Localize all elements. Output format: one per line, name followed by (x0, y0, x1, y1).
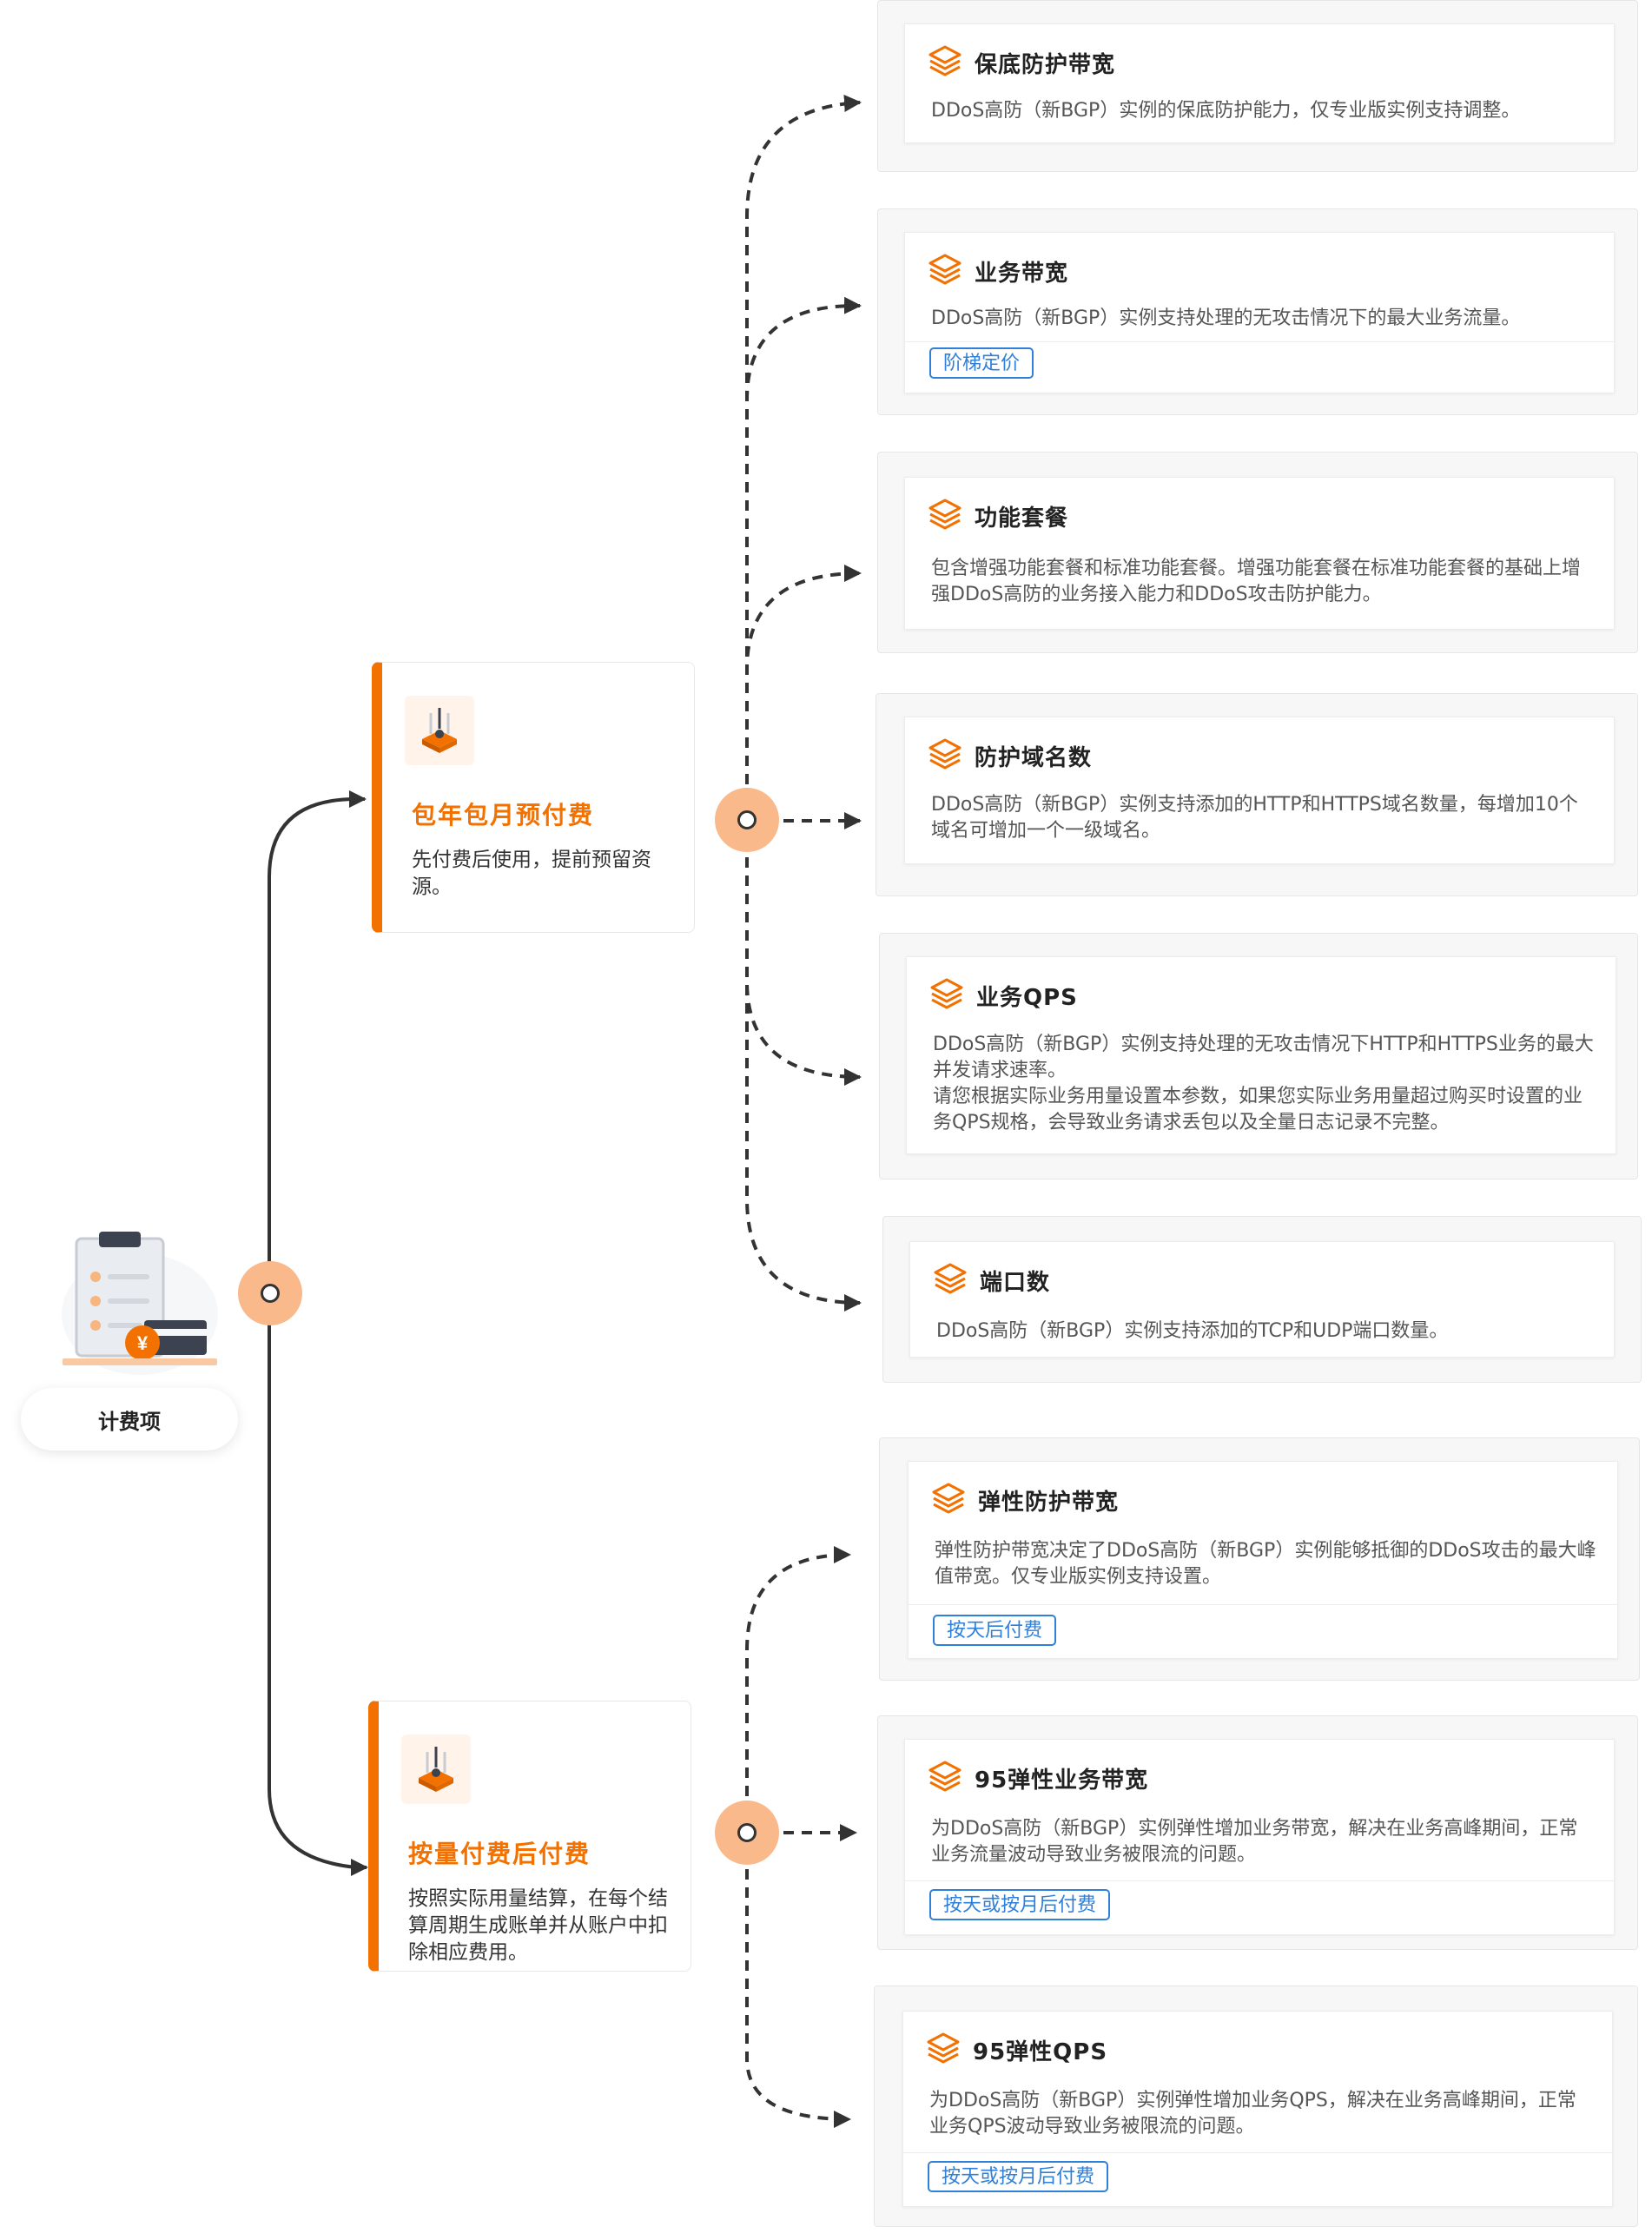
layers-icon (928, 43, 962, 82)
solid-connector-top (268, 790, 367, 1292)
item-description: 包含增强功能套餐和标准功能套餐。增强功能套餐在标准功能套餐的基础上增强DDoS高… (931, 558, 1582, 605)
layers-icon (928, 1759, 962, 1797)
item-description: DDoS高防（新BGP）实例支持添加的HTTP和HTTPS域名数量，每增加10个… (931, 794, 1578, 842)
item-description: 为DDoS高防（新BGP）实例弹性增加业务带宽，解决在业务高峰期间，正常业务流量… (931, 1818, 1578, 1866)
dashed-connector-7 (745, 1546, 851, 1833)
layers-icon (928, 737, 962, 775)
pricing-tag: 按天或按月后付费 (929, 1889, 1111, 1920)
root-label: 计费项 (21, 1388, 238, 1450)
item-card-9: 95弹性QPS 为DDoS高防（新BGP）实例弹性增加业务QPS，解决在业务高峰… (874, 1986, 1638, 2227)
dashed-connector-1 (745, 94, 862, 821)
prepaid-connector-node (715, 788, 779, 852)
solid-connector-bottom (268, 1292, 368, 1876)
branch-description: 按照实际用量结算，在每个结算周期生成账单并从账户中扣除相应费用。 (408, 1887, 668, 1964)
branch-title: 按量付费后付费 (408, 1840, 591, 1868)
payment-illustration-icon (401, 1735, 471, 1804)
item-title: 业务QPS (976, 984, 1078, 1011)
layers-icon (929, 976, 964, 1014)
item-title: 95弹性业务带宽 (975, 1767, 1149, 1794)
item-title: 保底防护带宽 (975, 51, 1116, 78)
dashed-connector-6 (745, 821, 862, 1312)
layers-icon (928, 252, 962, 290)
dashed-connector-5 (745, 821, 862, 1086)
layers-icon (933, 1261, 968, 1299)
item-title: 95弹性QPS (973, 2038, 1108, 2065)
item-description-note: 请您根据实际业务用量设置本参数，如果您实际业务用量超过购买时设置的业务QPS规格… (933, 1086, 1583, 1133)
payment-illustration-icon (405, 696, 474, 765)
item-title: 端口数 (980, 1269, 1051, 1296)
root-connector-node (238, 1261, 302, 1325)
dashed-connector-3 (745, 565, 862, 821)
layers-icon (931, 1481, 966, 1519)
item-title: 功能套餐 (975, 505, 1069, 532)
item-card-4: 防护域名数 DDoS高防（新BGP）实例支持添加的HTTP和HTTPS域名数量，… (876, 693, 1638, 896)
item-title: 弹性防护带宽 (978, 1489, 1120, 1516)
bill-clipboard-yen-illustration: ¥ (57, 1232, 222, 1375)
branch-description: 先付费后使用，提前预留资源。 (412, 849, 651, 898)
dashed-connector-9 (745, 1833, 851, 2128)
pricing-tag: 按天后付费 (933, 1615, 1057, 1646)
item-description: DDoS高防（新BGP）实例支持处理的无攻击情况下HTTP和HTTPS业务的最大… (933, 1034, 1594, 1081)
branch-card-prepaid: 包年包月预付费 先付费后使用，提前预留资源。 (372, 662, 695, 933)
item-card-7: 弹性防护带宽 弹性防护带宽决定了DDoS高防（新BGP）实例能够抵御的DDoS攻… (879, 1437, 1640, 1681)
item-description: 为DDoS高防（新BGP）实例弹性增加业务QPS，解决在业务高峰期间，正常业务Q… (929, 2090, 1576, 2138)
layers-icon (926, 2031, 961, 2069)
item-title: 防护域名数 (975, 744, 1093, 771)
dashed-connector-2 (745, 296, 862, 821)
item-card-6: 端口数 DDoS高防（新BGP）实例支持添加的TCP和UDP端口数量。 (882, 1216, 1642, 1383)
branch-title: 包年包月预付费 (412, 801, 595, 829)
item-description: DDoS高防（新BGP）实例的保底防护能力，仅专业版实例支持调整。 (931, 100, 1521, 122)
layers-icon (928, 497, 962, 535)
item-description: 弹性防护带宽决定了DDoS高防（新BGP）实例能够抵御的DDoS攻击的最大峰值带… (935, 1540, 1596, 1588)
pricing-tag: 阶梯定价 (929, 347, 1034, 379)
pricing-tag: 按天或按月后付费 (928, 2161, 1109, 2192)
item-card-5: 业务QPS DDoS高防（新BGP）实例支持处理的无攻击情况下HTTP和HTTP… (879, 933, 1638, 1179)
item-description: DDoS高防（新BGP）实例支持添加的TCP和UDP端口数量。 (936, 1320, 1449, 1342)
postpaid-connector-node (715, 1801, 779, 1865)
item-card-3: 功能套餐 包含增强功能套餐和标准功能套餐。增强功能套餐在标准功能套餐的基础上增强… (877, 452, 1638, 653)
item-card-8: 95弹性业务带宽 为DDoS高防（新BGP）实例弹性增加业务带宽，解决在业务高峰… (877, 1715, 1638, 1950)
svg-text:¥: ¥ (137, 1332, 149, 1354)
item-description: DDoS高防（新BGP）实例支持处理的无攻击情况下的最大业务流量。 (931, 307, 1521, 329)
branch-card-postpaid: 按量付费后付费 按照实际用量结算，在每个结算周期生成账单并从账户中扣除相应费用。 (368, 1701, 691, 1972)
item-card-1: 保底防护带宽 DDoS高防（新BGP）实例的保底防护能力，仅专业版实例支持调整。 (877, 0, 1638, 172)
item-title: 业务带宽 (975, 260, 1069, 287)
item-card-2: 业务带宽 DDoS高防（新BGP）实例支持处理的无攻击情况下的最大业务流量。 阶… (877, 208, 1638, 415)
